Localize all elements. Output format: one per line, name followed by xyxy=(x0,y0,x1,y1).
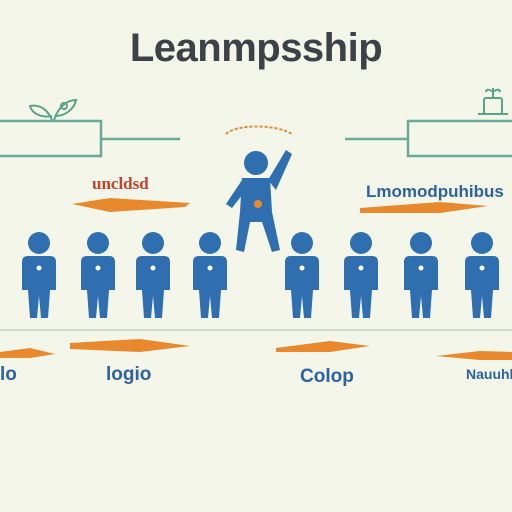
arrow-band-bottom-1 xyxy=(0,348,55,358)
bottom-label-1: lo xyxy=(0,364,17,385)
people-row xyxy=(22,232,499,318)
bottom-label-2: logio xyxy=(106,364,152,385)
leader-person-icon xyxy=(225,125,293,252)
person-icon xyxy=(22,232,56,318)
left-frame xyxy=(0,119,180,158)
person-icon xyxy=(136,232,170,318)
plant-pot-icon xyxy=(478,88,508,115)
arrow-band-bottom-4 xyxy=(436,351,512,360)
person-icon xyxy=(404,232,438,318)
person-icon xyxy=(465,232,499,318)
sprout-icon xyxy=(28,98,78,121)
left-label: uncldsd xyxy=(92,174,149,193)
person-icon xyxy=(285,232,319,318)
person-icon xyxy=(193,232,227,318)
bottom-label-3: Colop xyxy=(300,366,354,387)
arrow-band-bottom-2 xyxy=(70,339,190,352)
bottom-label-4: Nauuhlu xyxy=(466,366,512,382)
person-icon xyxy=(344,232,378,318)
arrow-band-right-upper xyxy=(360,202,488,213)
right-frame xyxy=(345,119,512,158)
page-title: Leanmpsship xyxy=(129,26,383,70)
person-icon xyxy=(81,232,115,318)
arrow-band-left-upper xyxy=(72,198,190,212)
right-label: Lmomodpuhibus xyxy=(366,182,504,201)
arrow-band-bottom-3 xyxy=(276,341,370,352)
